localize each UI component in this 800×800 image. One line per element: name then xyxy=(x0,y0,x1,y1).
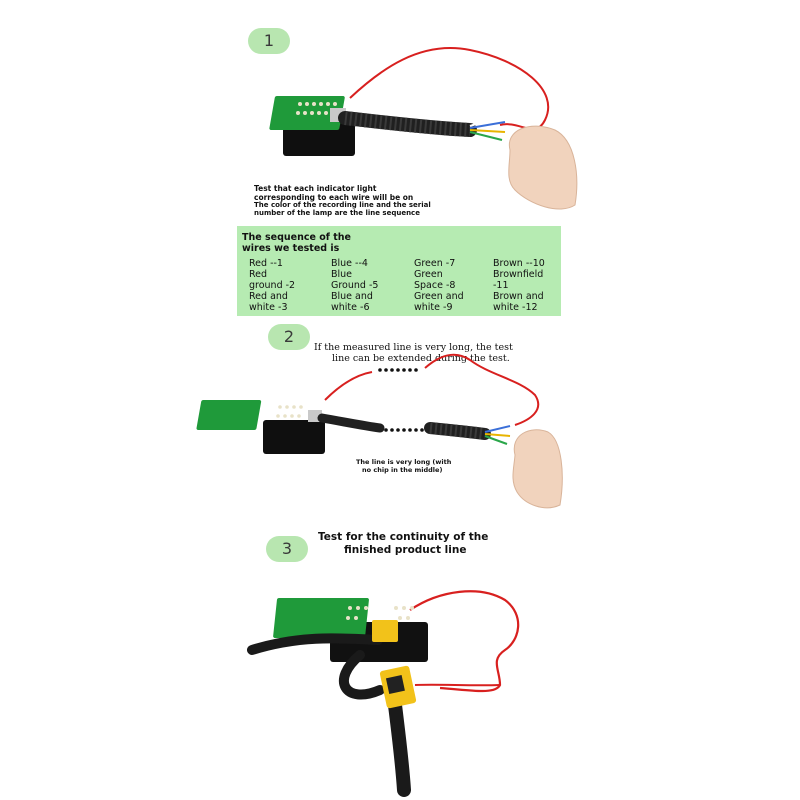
sequence-item: white -12 xyxy=(493,302,538,313)
step-1-caption-line-1: Test that each indicator light xyxy=(254,184,377,193)
sequence-item: Blue and xyxy=(331,291,373,302)
step-2-braided-cable xyxy=(424,422,491,440)
sequence-item: Red and xyxy=(249,291,288,302)
step-2-cable-left xyxy=(317,413,385,433)
step-3-hdmi-connector-bottom xyxy=(379,665,417,709)
sequence-item: white -6 xyxy=(331,302,370,313)
sequence-title-line-2: wires we tested is xyxy=(242,243,340,254)
sequence-item: Red --1 xyxy=(249,258,283,269)
step-1-braided-cable xyxy=(338,111,477,137)
step-1-caption-line-4: number of the lamp are the line sequence xyxy=(254,209,420,217)
step-2-tester-base xyxy=(263,420,325,454)
sequence-item: Brownfield xyxy=(493,269,544,280)
sequence-item: white -9 xyxy=(414,302,453,313)
wire-sequence-box: The sequence of the wires we tested is R… xyxy=(237,226,561,316)
step-3-red-wire xyxy=(409,590,520,693)
step-3-caption-line-1: Test for the continuity of the xyxy=(318,531,489,543)
step-1-rj45-port xyxy=(330,108,346,122)
sequence-item: Green -7 xyxy=(414,258,456,269)
step-3-badge: 3 xyxy=(266,536,308,562)
step-2-dots-top xyxy=(378,368,418,372)
step-3-hdmi-cable-vertical xyxy=(388,698,411,797)
sequence-item: Green xyxy=(414,269,443,280)
step-3-hdmi-connector-top xyxy=(372,620,398,642)
sequence-item: Blue --4 xyxy=(331,258,368,269)
sequence-title: The sequence of the wires we tested is xyxy=(242,232,352,254)
sequence-column-green: Green -7 Green Space -8 Green and white … xyxy=(414,258,464,313)
sequence-item: -11 xyxy=(493,280,509,291)
sequence-item: Brown and xyxy=(493,291,544,302)
step-2-hand xyxy=(512,429,563,509)
step-2-caption-line-2: line can be extended during the test. xyxy=(332,353,510,364)
step-1-caption-line-3: The color of the recording line and the … xyxy=(254,201,431,209)
step-1-hand xyxy=(508,125,578,210)
sequence-item: Blue xyxy=(331,269,353,280)
sequence-column-blue: Blue --4 Blue Ground -5 Blue and white -… xyxy=(331,258,378,313)
step-1-led-row xyxy=(296,102,337,115)
step-1-red-wire xyxy=(349,47,550,131)
step-3-pcb xyxy=(273,598,369,638)
step-2-badge: 2 xyxy=(268,324,310,350)
sequence-item: white -3 xyxy=(249,302,288,313)
sequence-item: ground -2 xyxy=(249,280,296,291)
step-2-note-line-2: no chip in the middle) xyxy=(362,466,443,474)
sequence-title-line-1: The sequence of the xyxy=(242,232,351,243)
step-2-note-line-1: The line is very long (with xyxy=(356,458,452,466)
step-1-badge: 1 xyxy=(248,28,290,54)
sequence-column-brown: Brown --10 Brownfield -11 Brown and whit… xyxy=(493,258,545,313)
step-2-dots-middle xyxy=(384,428,424,432)
step-1-caption-line-2: corresponding to each wire will be on xyxy=(254,193,414,202)
sequence-column-red: Red --1 Red ground -2 Red and white -3 xyxy=(249,258,295,313)
step-1-tester-base xyxy=(283,118,355,156)
step-2-pcb xyxy=(196,400,262,430)
sequence-item: Brown --10 xyxy=(493,258,545,269)
step-2-red-wire-left xyxy=(324,371,373,401)
step-2-red-wire-right xyxy=(424,353,540,426)
step-3-hdmi-cable-loop xyxy=(338,650,385,700)
step-2-caption-line-1: If the measured line is very long, the t… xyxy=(314,342,513,353)
step-3-tester-base xyxy=(330,622,428,662)
sequence-item: Ground -5 xyxy=(331,280,379,291)
sequence-item: Space -8 xyxy=(414,280,456,291)
step-3-caption-line-2: finished product line xyxy=(344,544,467,556)
step-1-pcb xyxy=(269,96,345,130)
sequence-item: Red xyxy=(249,269,268,280)
step-3-hdmi-cable-horizontal xyxy=(247,633,383,655)
step-1-exposed-wires xyxy=(469,115,506,141)
sequence-item: Green and xyxy=(414,291,464,302)
